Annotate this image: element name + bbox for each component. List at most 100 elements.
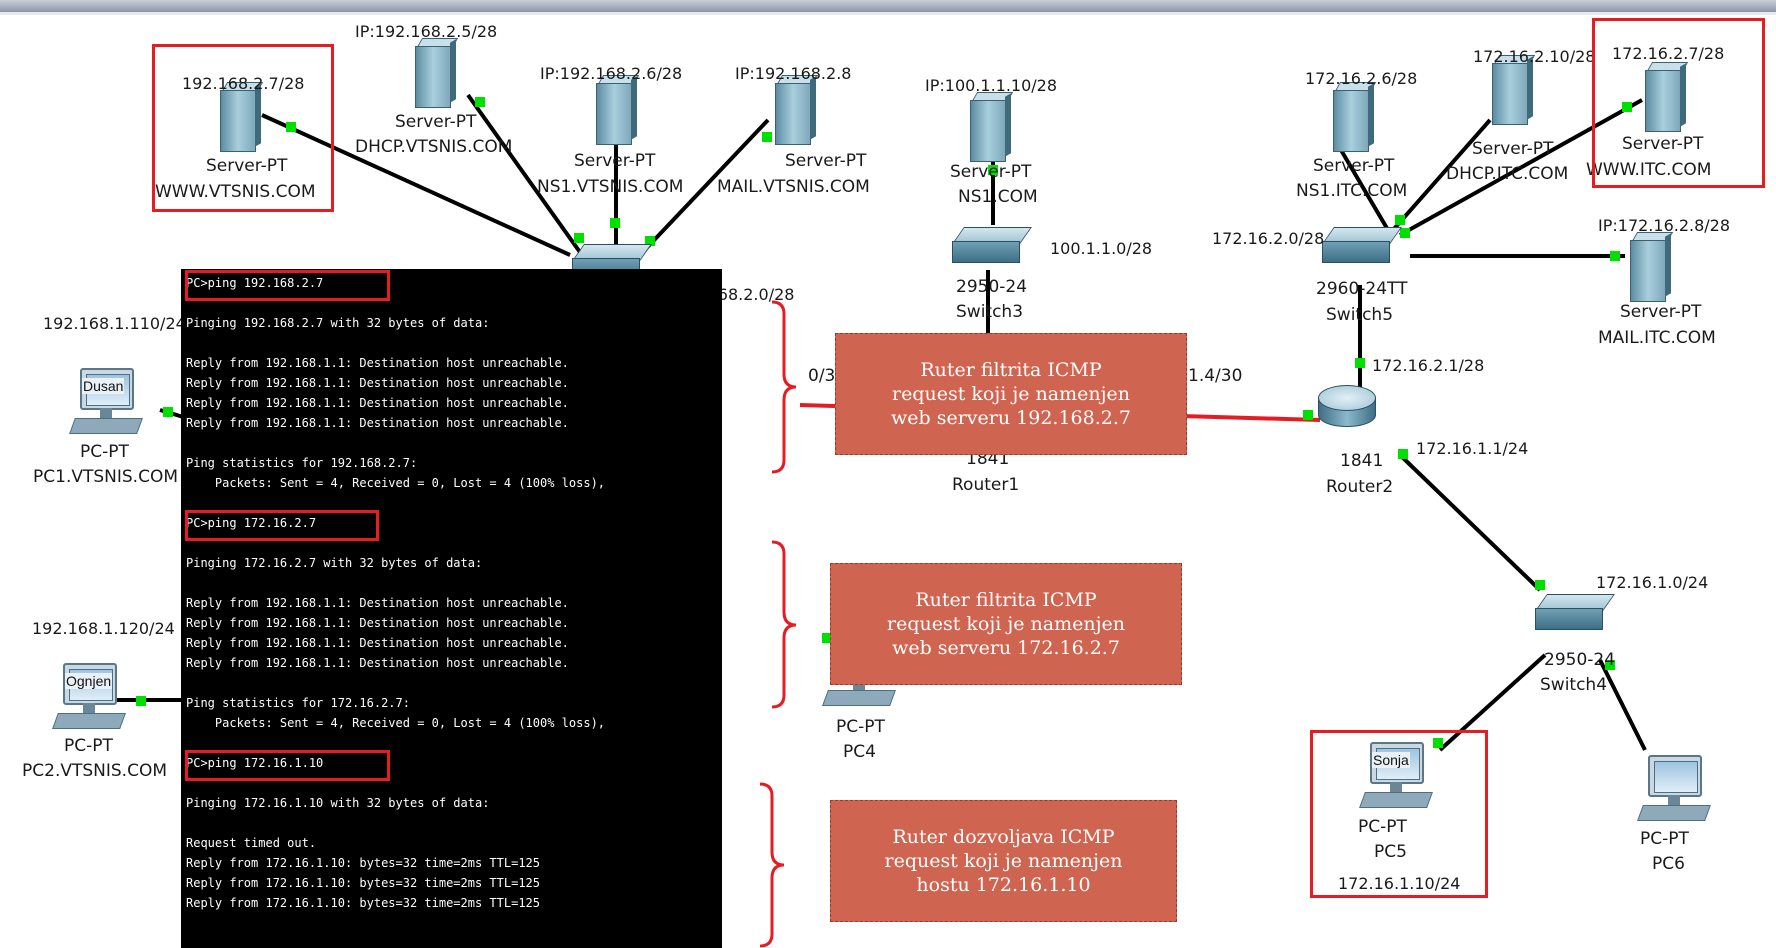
server-icon[interactable] (220, 82, 264, 152)
pc2-name: PC2.VTSNIS.COM (22, 761, 167, 781)
switch4-net: 172.16.1.0/24 (1596, 573, 1709, 592)
pc2-screen-label: Ognjen (65, 673, 113, 689)
switch5-icon[interactable] (1322, 225, 1402, 265)
router2-gw1: 172.16.1.1/24 (1416, 439, 1529, 458)
dhcp-vtsnis-type: Server-PT (395, 112, 477, 132)
callout-line: web serveru 192.168.2.7 (891, 407, 1131, 429)
terminal-line: Reply from 172.16.1.10: bytes=32 time=2m… (186, 896, 541, 910)
callout-line: request koji je namenjen (887, 613, 1125, 635)
ns1-vtsnis-type: Server-PT (574, 151, 656, 171)
terminal-line: Reply from 192.168.1.1: Destination host… (186, 356, 569, 370)
switch4-icon[interactable] (1535, 592, 1615, 632)
terminal-line: Reply from 192.168.1.1: Destination host… (186, 376, 569, 390)
ns1-vtsnis-name: NS1.VTSNIS.COM (537, 177, 684, 197)
mail-itc-ip: IP:172.16.2.8/28 (1598, 216, 1731, 235)
terminal-line: Reply from 192.168.1.1: Destination host… (186, 416, 569, 430)
router1-wan-partial: 0/3 (808, 366, 836, 386)
switch3-net: 100.1.1.0/28 (1050, 239, 1153, 258)
mail-itc-type: Server-PT (1620, 302, 1702, 322)
pc6-type: PC-PT (1640, 829, 1689, 849)
router2-gw2: 172.16.2.1/28 (1372, 356, 1485, 375)
callout-line: Ruter dozvoljava ICMP (892, 826, 1115, 848)
switch3-name: Switch3 (956, 302, 1024, 322)
terminal-line: Reply from 192.168.1.1: Destination host… (186, 596, 569, 610)
switch5-net: 172.16.2.0/28 (1212, 229, 1325, 248)
terminal-line: PC>ping 192.168.2.7 (186, 276, 324, 290)
terminal-line: Pinging 172.16.2.7 with 32 bytes of data… (186, 556, 483, 570)
www-itc-ip: 172.16.2.7/28 (1612, 44, 1725, 63)
ns1-itc-name: NS1.ITC.COM (1296, 181, 1408, 201)
pc5-type: PC-PT (1358, 817, 1407, 837)
www-itc-type: Server-PT (1622, 134, 1704, 154)
brace-1 (771, 300, 797, 474)
highlight-www-itc (1592, 18, 1765, 188)
highlight-ping-3 (185, 750, 390, 781)
server-icon[interactable] (415, 38, 459, 108)
switch3-model: 2950-24 (956, 277, 1028, 297)
ns1-itc-ip: 172.16.2.6/28 (1305, 69, 1418, 88)
mail-itc-name: MAIL.ITC.COM (1598, 328, 1716, 348)
terminal-line: PC>ping 172.16.1.10 (186, 756, 324, 770)
www-itc-name: WWW.ITC.COM (1586, 160, 1712, 180)
terminal-line: Pinging 172.16.1.10 with 32 bytes of dat… (186, 796, 490, 810)
link-switch4-pc5 (1438, 653, 1547, 752)
highlight-ping-1 (185, 270, 390, 301)
command-prompt-window[interactable]: PC>ping 192.168.2.7 Pinging 192.168.2.7 … (181, 269, 722, 948)
mail-vtsnis-ip: IP:192.168.2.8 (735, 64, 852, 83)
dhcp-itc-name: DHCP.ITC.COM (1446, 164, 1569, 184)
dhcp-vtsnis-ip: IP:192.168.2.5/28 (355, 22, 498, 41)
callout-line: request koji je namenjen (884, 850, 1123, 872)
switch5-model: 2960-24TT (1316, 279, 1408, 299)
link-www-vtsnis (261, 113, 571, 257)
terminal-line: Reply from 172.16.1.10: bytes=32 time=2m… (186, 876, 541, 890)
terminal-line: Ping statistics for 192.168.2.7: (186, 456, 418, 470)
dhcp-itc-ip: 172.16.2.10/28 (1473, 47, 1596, 66)
server-icon[interactable] (1492, 55, 1536, 125)
terminal-line: Request timed out. (186, 836, 317, 850)
switch3-icon[interactable] (952, 225, 1032, 265)
server-icon[interactable] (1630, 232, 1674, 302)
mail-vtsnis-name: MAIL.VTSNIS.COM (717, 177, 870, 197)
link-router2-switch4 (1398, 453, 1542, 592)
callout-note-2: Ruter filtrita ICMP request koji je name… (830, 563, 1182, 685)
highlight-ping-2 (185, 510, 379, 541)
server-icon[interactable] (596, 75, 640, 145)
link-mail-vtsnis (638, 118, 770, 257)
terminal-line: Reply from 192.168.1.1: Destination host… (186, 656, 569, 670)
www-vtsnis-ip: 192.168.2.7/28 (182, 74, 305, 93)
highlight-www-vtsnis (152, 44, 334, 212)
pc2-icon[interactable]: Ognjen (52, 663, 126, 733)
mail-vtsnis-type: Server-PT (785, 151, 867, 171)
callout-note-1: Ruter filtrita ICMP request koji je name… (835, 333, 1187, 455)
ns1-com-type: Server-PT (950, 162, 1032, 182)
pc5-ip: 172.16.1.10/24 (1338, 874, 1461, 893)
server-icon[interactable] (970, 92, 1014, 162)
pc1-ip: 192.168.1.110/24 (43, 314, 186, 333)
pc5-icon[interactable]: Sonja (1359, 742, 1433, 812)
pc1-screen-label: Dusan (82, 378, 125, 394)
pc6-icon[interactable] (1637, 755, 1711, 825)
server-icon[interactable] (775, 75, 819, 145)
router2-wan: 1.4/30 (1188, 366, 1243, 386)
pc1-name: PC1.VTSNIS.COM (33, 467, 178, 487)
server-icon[interactable] (1645, 62, 1689, 132)
pc4-type: PC-PT (836, 717, 885, 737)
top-header-stripe (0, 12, 1776, 15)
terminal-line: Ping statistics for 172.16.2.7: (186, 696, 410, 710)
pc5-name: PC5 (1374, 842, 1407, 862)
link-dhcp-vtsnis (466, 93, 584, 257)
switch4-name: Switch4 (1540, 675, 1608, 695)
terminal-line: Packets: Sent = 4, Received = 0, Lost = … (186, 476, 606, 490)
callout-line: Ruter filtrita ICMP (915, 589, 1097, 611)
link-dhcp-itc (1391, 118, 1492, 232)
top-header-bar (0, 0, 1776, 12)
link-switch4-pc6 (1598, 659, 1647, 751)
callout-line: request koji je namenjen (892, 383, 1130, 405)
terminal-line: Packets: Sent = 4, Received = 0, Lost = … (186, 716, 606, 730)
pc1-icon[interactable]: Dusan (69, 368, 143, 438)
ns1-itc-type: Server-PT (1313, 156, 1395, 176)
callout-line: hostu 172.16.1.10 (916, 874, 1091, 896)
server-icon[interactable] (1333, 82, 1377, 152)
callout-line: Ruter filtrita ICMP (920, 359, 1102, 381)
router2-icon[interactable] (1318, 385, 1376, 429)
